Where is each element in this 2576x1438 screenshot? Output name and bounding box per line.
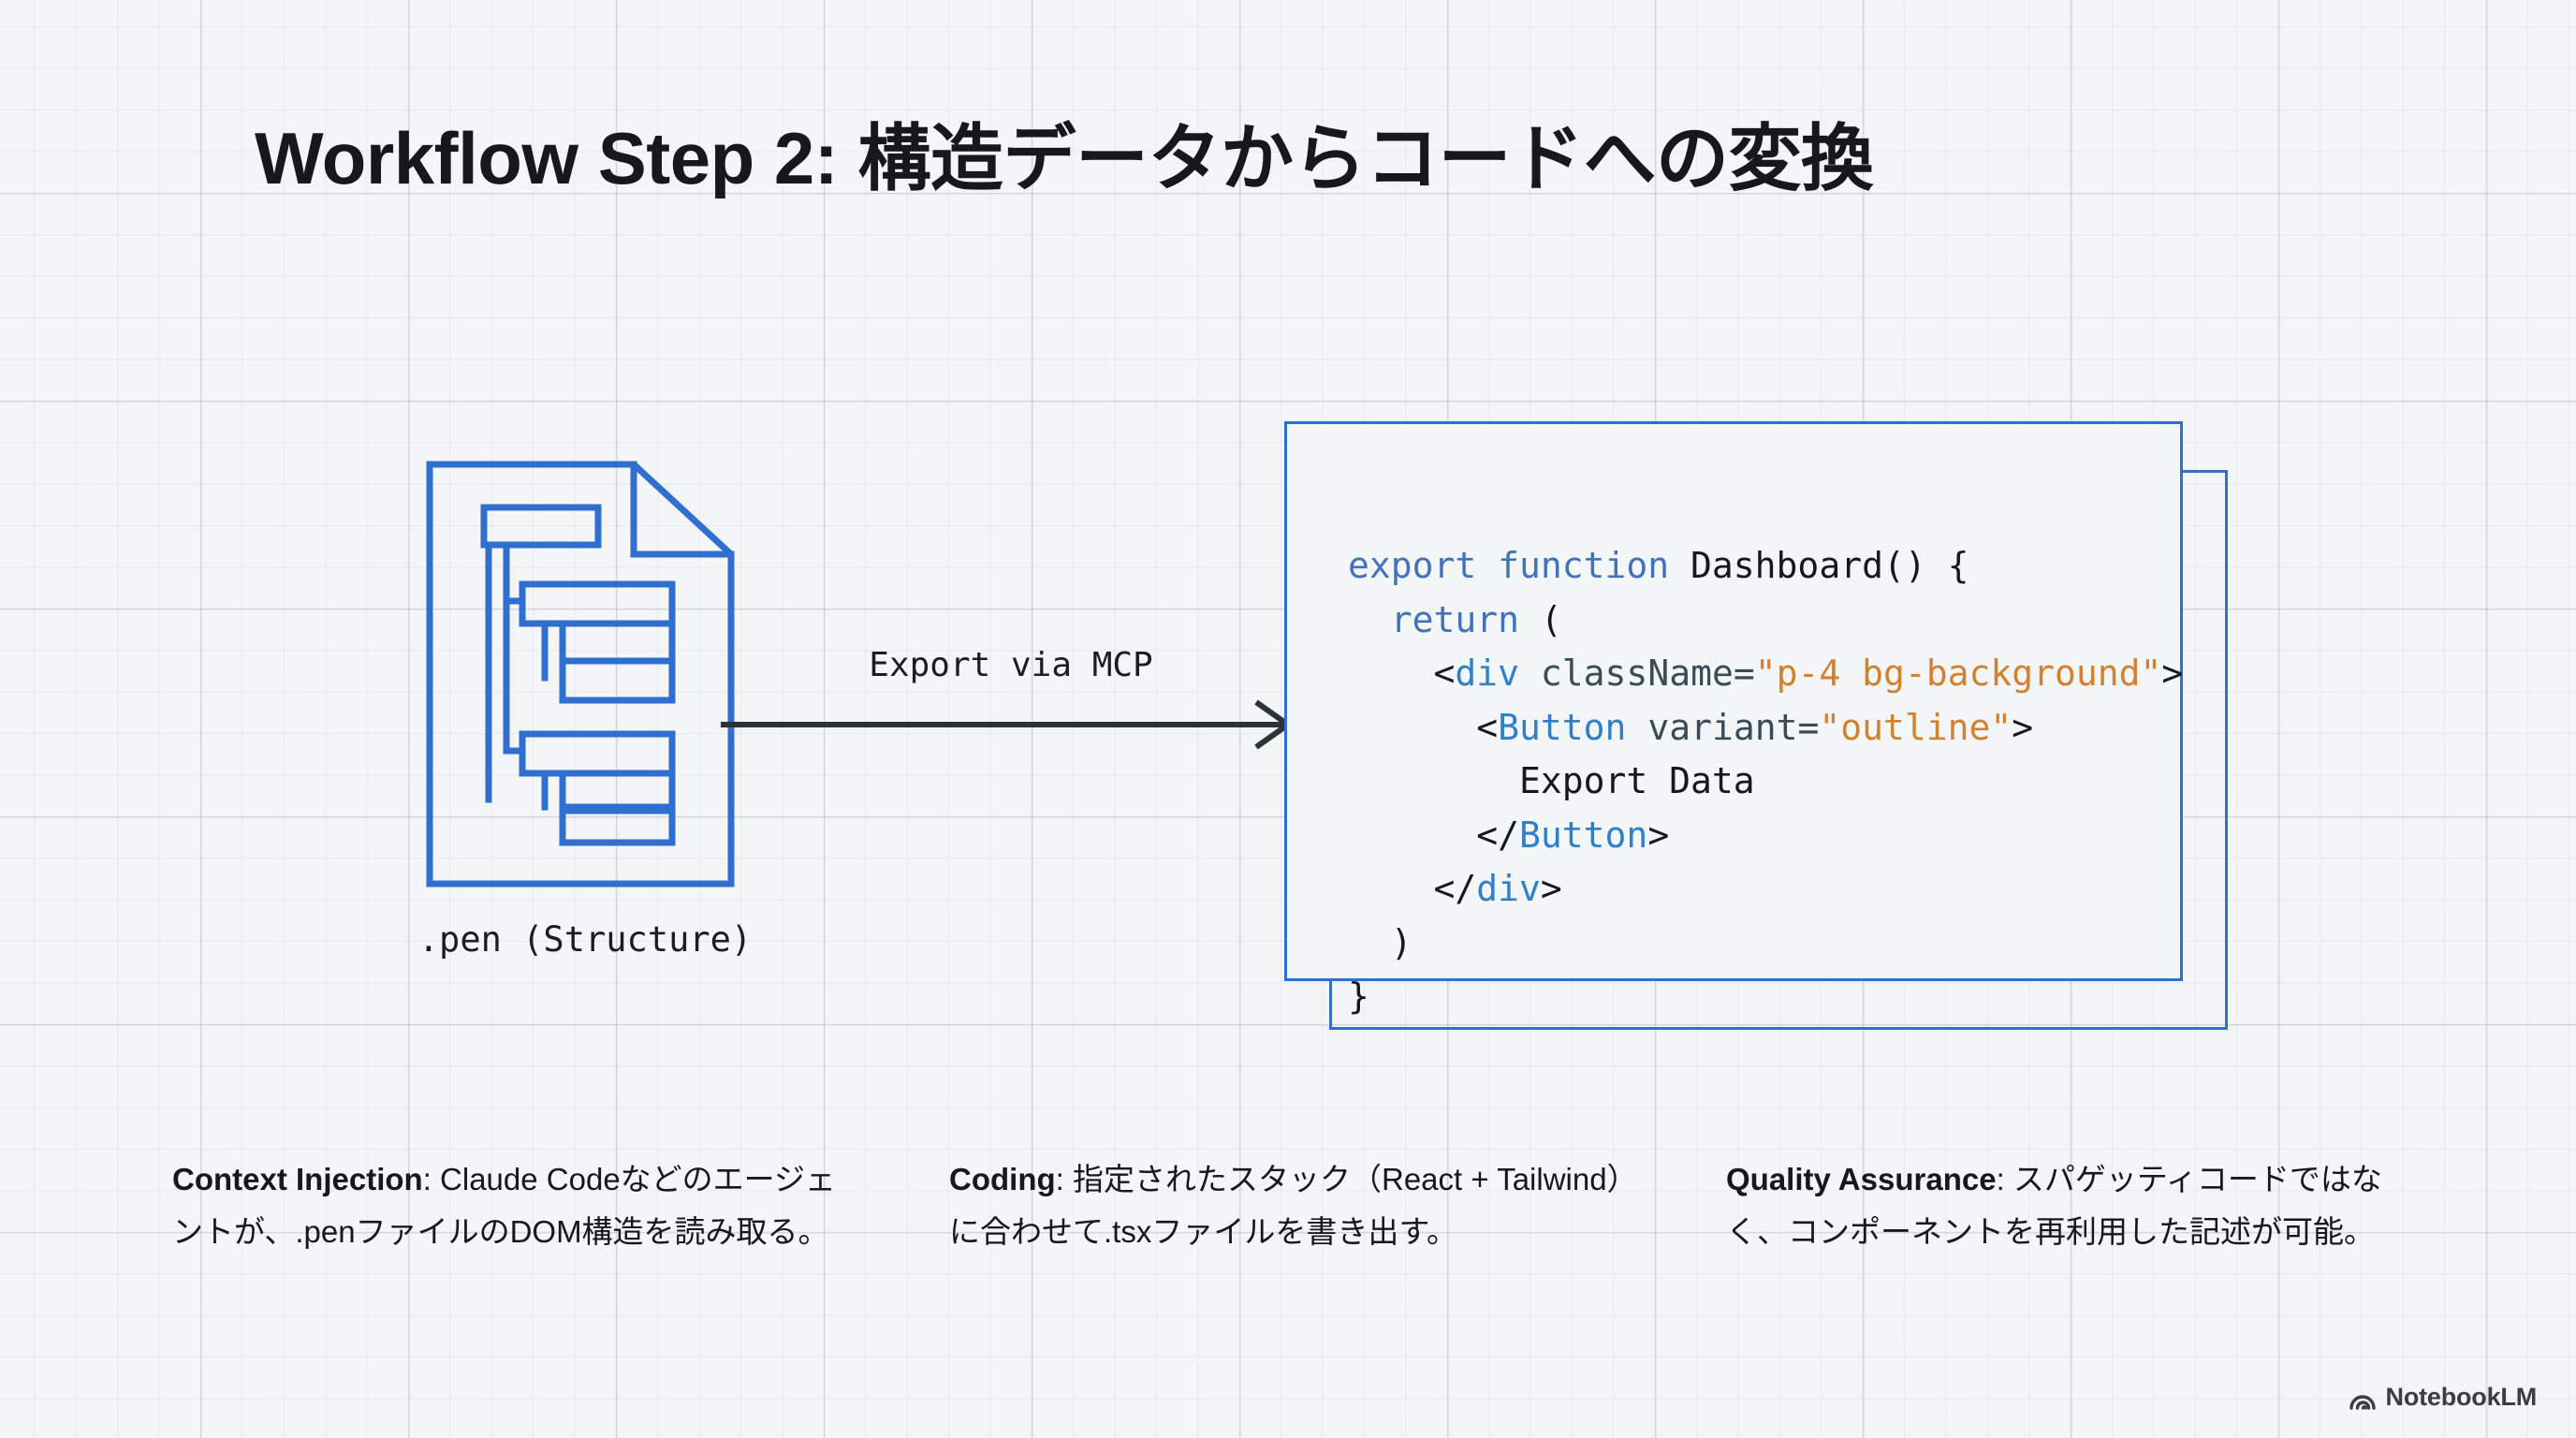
code-token: Dashboard() {	[1690, 545, 1969, 586]
code-snippet: export function Dashboard() { return ( <…	[1284, 457, 2183, 1017]
code-token: <	[1476, 706, 1499, 748]
bullet-separator: :	[422, 1162, 441, 1196]
code-panel: export function Dashboard() { return ( <…	[1284, 421, 2230, 1030]
code-token: div	[1455, 653, 1520, 694]
code-token: export function	[1348, 545, 1691, 586]
bullet-body: Claude Codeなどのエージェントが、.penファイルのDOM構造を読み取…	[172, 1162, 837, 1249]
code-token: )	[1390, 921, 1412, 963]
code-token: <	[1433, 653, 1456, 694]
code-token: return	[1390, 598, 1520, 640]
bullet-coding: Coding: 指定されたスタック（React + Tailwind）に合わせて…	[949, 1153, 1726, 1258]
bullet-lead: Coding	[949, 1162, 1056, 1196]
pen-structure-document-icon	[426, 461, 735, 888]
code-token: Button	[1498, 706, 1627, 748]
pen-file-label: .pen (Structure)	[417, 919, 753, 960]
bullet-body: スパゲッティコードではなく、コンポーネントを再利用した記述が可能。	[1726, 1162, 2382, 1249]
code-token: >	[1647, 814, 1670, 856]
code-token: variant=	[1626, 706, 1820, 748]
bullet-quality-assurance: Quality Assurance: スパゲッティコードではなく、コンポーネント…	[1726, 1153, 2437, 1258]
code-token: Export Data	[1519, 760, 1755, 801]
bullet-context-injection: Context Injection: Claude Codeなどのエージェントが…	[172, 1153, 949, 1258]
notebooklm-watermark: NotebookLM	[2349, 1383, 2537, 1412]
description-columns: Context Injection: Claude Codeなどのエージェントが…	[172, 1153, 2437, 1258]
notebooklm-label: NotebookLM	[2385, 1383, 2538, 1411]
page-title: Workflow Step 2: 構造データからコードへの変換	[255, 117, 1874, 199]
connector-arrow: Export via MCP	[721, 646, 1301, 758]
bullet-separator: :	[1996, 1162, 2013, 1196]
code-token: }	[1348, 976, 1369, 1017]
connector-label: Export via MCP	[869, 646, 1153, 684]
notebooklm-logo-icon	[2349, 1386, 2377, 1410]
bullet-lead: Quality Assurance	[1726, 1162, 1997, 1196]
code-token: Button	[1519, 814, 1648, 856]
code-panel-front-frame	[1284, 421, 2183, 981]
code-token: >	[2161, 653, 2184, 694]
code-token: "outline"	[1819, 706, 2012, 748]
code-token: </	[1433, 868, 1477, 909]
arrow-right-icon	[721, 699, 1294, 750]
code-token: >	[2012, 706, 2034, 748]
bullet-body: 指定されたスタック（React + Tailwind）に合わせて.tsxファイル…	[949, 1162, 1638, 1249]
code-token: "p-4 bg-background"	[1754, 653, 2162, 694]
code-token: >	[1540, 868, 1562, 909]
code-token: className=	[1519, 653, 1755, 694]
bullet-lead: Context Injection	[172, 1162, 423, 1196]
code-token: div	[1476, 868, 1541, 909]
bullet-separator: :	[1055, 1162, 1073, 1196]
code-token: (	[1519, 598, 1562, 640]
code-token: </	[1476, 814, 1520, 856]
